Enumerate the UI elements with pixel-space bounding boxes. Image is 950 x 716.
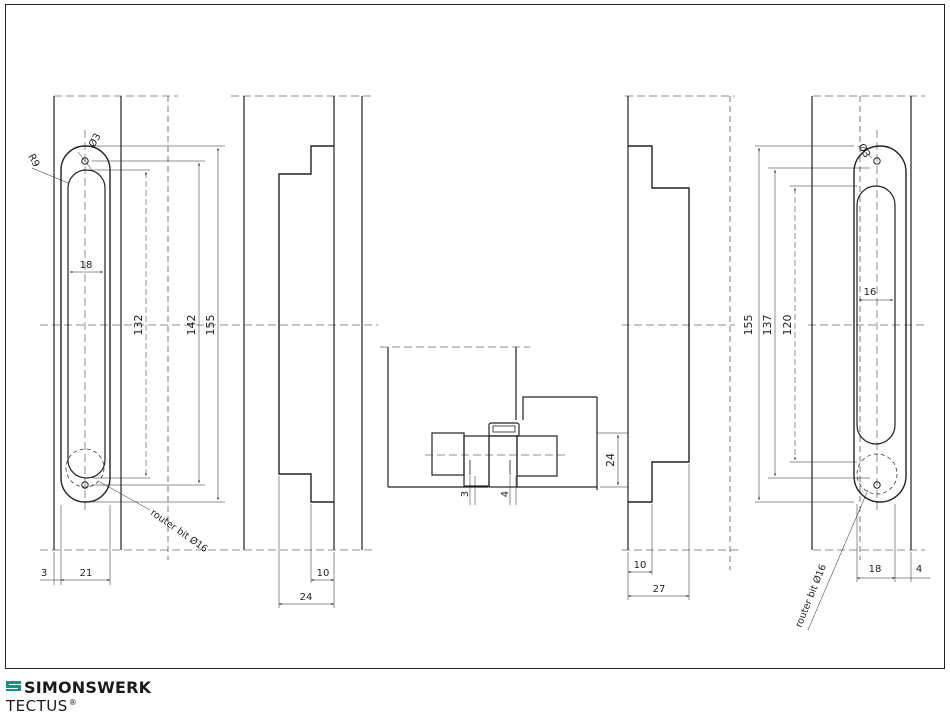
dim-length-120-label: 120 — [781, 315, 794, 336]
right-router-bit-label: router bit Ø16 — [794, 563, 829, 629]
dim-radius-label: R9 — [25, 152, 41, 169]
dim-offset-4-label: 4 — [916, 564, 922, 575]
dim-width-21-label: 21 — [80, 568, 93, 579]
dim-offset-3-label: 3 — [41, 568, 47, 579]
product-name: TECTUS® — [6, 697, 77, 715]
dim-length-142-label: 142 — [185, 315, 198, 336]
right-side-view — [622, 96, 740, 600]
left-front-view — [32, 96, 378, 585]
dim-length-137-label: 137 — [761, 315, 774, 336]
dim-depth-10-label: 10 — [317, 568, 330, 579]
brand-name: SIMONSWERK — [24, 678, 151, 697]
dim-gap-4-label: 4 — [500, 491, 511, 497]
center-section-view — [380, 347, 628, 505]
drawing-border — [6, 5, 945, 669]
dim-length-155-label: 155 — [204, 315, 217, 336]
dim-right-155-label: 155 — [742, 315, 755, 336]
dim-length-132-label: 132 — [132, 315, 145, 336]
right-front-view — [755, 96, 930, 630]
dim-right-depth-10-label: 10 — [634, 560, 647, 571]
product-name-text: TECTUS — [6, 697, 68, 715]
dim-gap-3-label: 3 — [460, 491, 471, 497]
registered-mark: ® — [69, 698, 78, 707]
dim-right-depth-27-label: 27 — [653, 584, 666, 595]
dim-slot-width-label: 18 — [80, 260, 93, 271]
dim-width-18-label: 18 — [869, 564, 882, 575]
dim-depth-24-label: 24 — [300, 592, 313, 603]
dim-section-24-label: 24 — [604, 453, 617, 467]
dim-right-slot-width-label: 16 — [864, 287, 877, 298]
router-bit-label: router bit Ø16 — [148, 507, 209, 554]
left-side-view — [231, 96, 374, 608]
simonswerk-logo-icon — [6, 678, 21, 694]
